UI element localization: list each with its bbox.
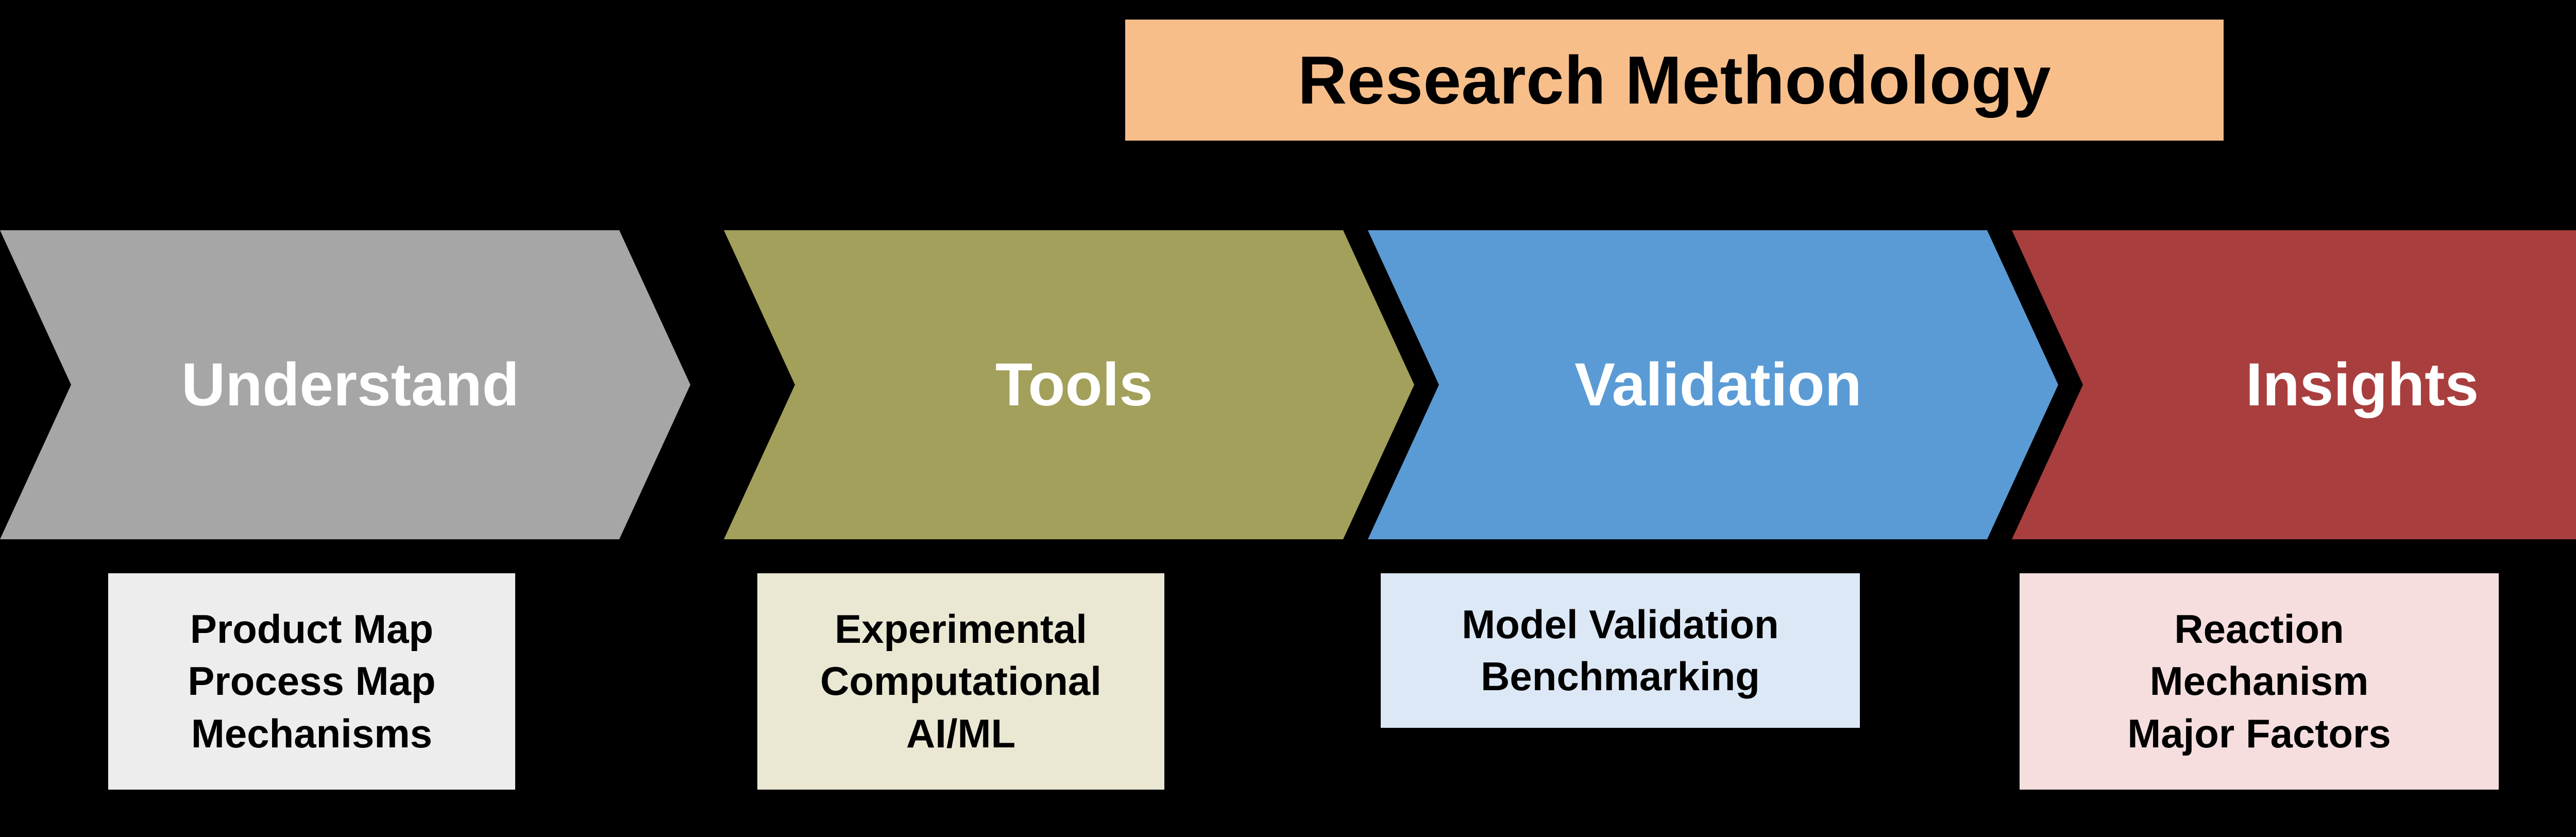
caption-line: AI/ML: [906, 710, 1016, 756]
caption-line: Mechanisms: [191, 710, 433, 756]
chevron-stage-insights[interactable]: Insights: [2012, 230, 2576, 539]
page-title: Research Methodology: [1297, 42, 2052, 118]
chevron-label: Validation: [1574, 351, 1862, 419]
chevron-label: Insights: [2245, 351, 2479, 419]
caption-line: Reaction: [2174, 606, 2344, 652]
process-chevron-row: Understand Tools Validation Insights Opt…: [0, 230, 2576, 539]
chevron-stage-understand[interactable]: Understand: [0, 230, 690, 539]
caption-line: Computational: [820, 658, 1101, 704]
caption-line: Process Map: [188, 658, 436, 704]
diagram-title-banner: Research Methodology: [1125, 20, 2224, 141]
caption-line: Mechanism: [2149, 658, 2369, 704]
chevron-label: Tools: [995, 351, 1153, 419]
caption-line: Experimental: [835, 606, 1087, 652]
caption-line: Product Map: [190, 606, 434, 652]
chevron-label: Understand: [181, 351, 519, 419]
caption-line: Model Validation: [1462, 601, 1779, 647]
chevron-stage-validation[interactable]: Validation: [1368, 230, 2058, 539]
chevron-stage-tools[interactable]: Tools: [724, 230, 1414, 539]
caption-line: Benchmarking: [1481, 654, 1760, 699]
caption-line: Major Factors: [2127, 710, 2391, 756]
